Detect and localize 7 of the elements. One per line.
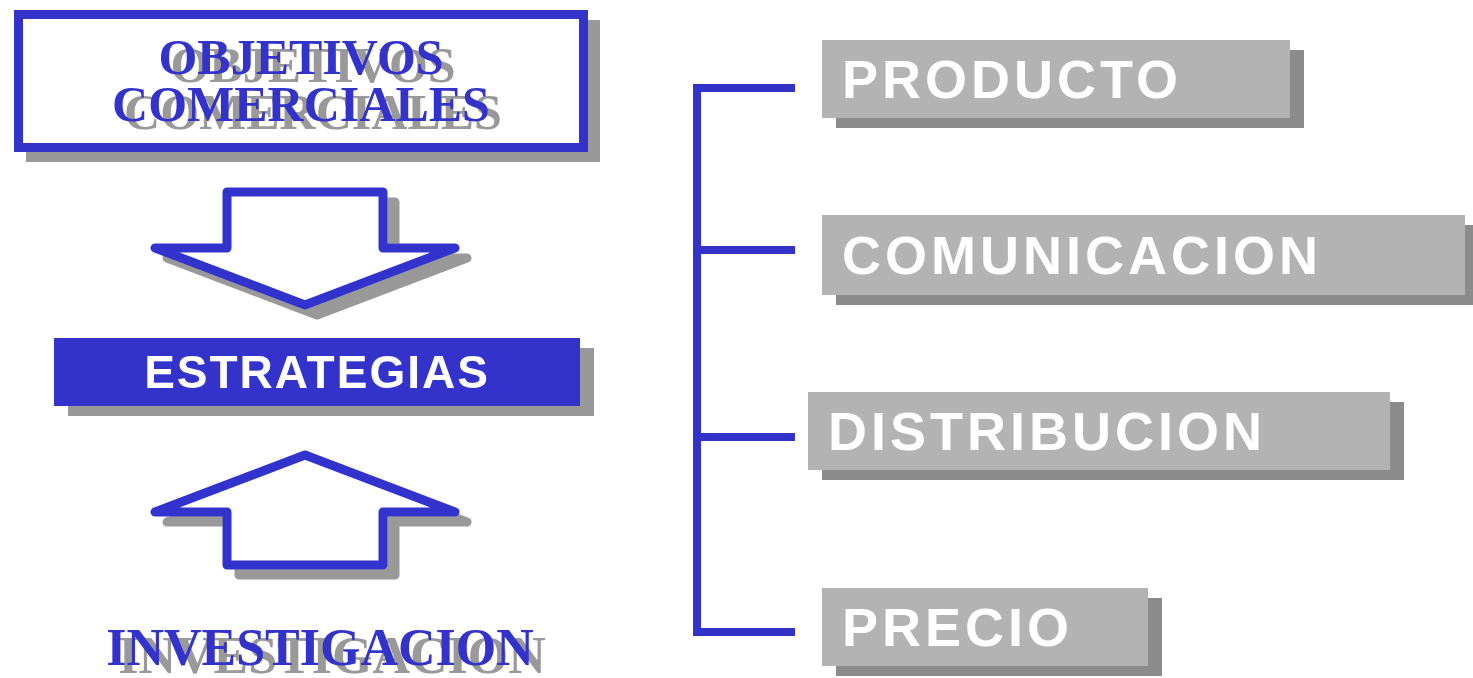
box-label: ESTRATEGIAS: [144, 345, 490, 399]
box-label: DISTRIBUCION: [828, 400, 1266, 462]
block-arrow: [150, 450, 460, 570]
box-label: PRECIO: [842, 596, 1074, 658]
block-arrow: [150, 187, 460, 310]
box-label: COMUNICACION: [842, 224, 1322, 286]
box-label: PRODUCTO: [842, 48, 1183, 110]
